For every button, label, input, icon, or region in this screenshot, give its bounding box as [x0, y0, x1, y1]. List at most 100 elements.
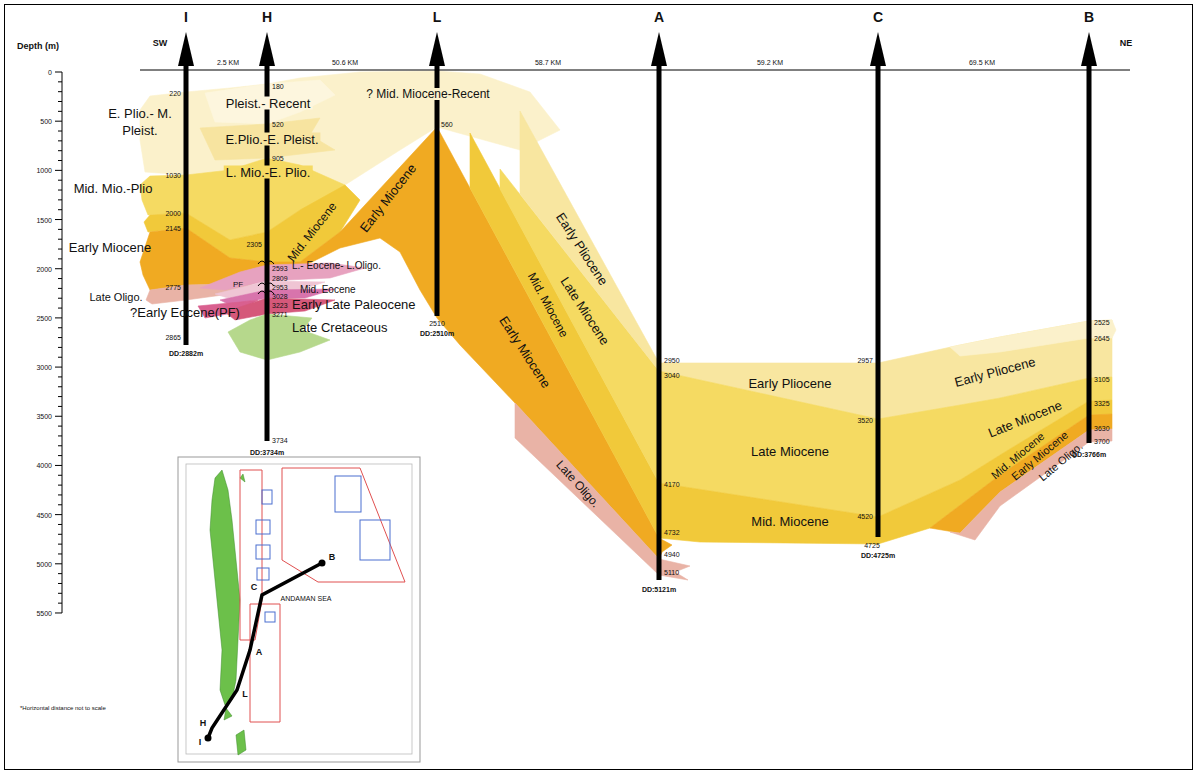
axis-tick [58, 524, 62, 525]
map-label: A [256, 648, 263, 657]
heading-note: NE [1120, 39, 1133, 48]
axis-tick [55, 317, 62, 318]
depth-value: 2865 [165, 334, 181, 341]
depth-value: 3223 [272, 302, 288, 309]
well-name: L [433, 10, 442, 24]
block-outline [262, 490, 272, 504]
depth-value: DD:4725m [861, 552, 895, 559]
depth-value: 3700 [1094, 438, 1110, 445]
axis-tick [58, 485, 62, 486]
axis-tick [58, 357, 62, 358]
unit-label: Early Late Paleocene [292, 298, 416, 311]
unit-label: Early Miocene [358, 162, 419, 235]
axis-tick [58, 209, 62, 210]
depth-value: 905 [272, 155, 284, 162]
island [240, 474, 245, 482]
heading-note: Depth (m) [17, 42, 59, 51]
depth-value: 2305 [246, 241, 262, 248]
section-end [205, 735, 212, 742]
axis-tick [58, 553, 62, 554]
depth-value: 520 [272, 121, 284, 128]
axis-value: 1500 [36, 216, 52, 223]
well-name: B [1084, 10, 1094, 24]
depth-value: 3630 [1094, 425, 1110, 432]
axis-value: 1000 [36, 167, 52, 174]
axis-tick [58, 199, 62, 200]
block-outline [256, 545, 270, 559]
axis-tick [58, 249, 62, 250]
axis-tick [58, 327, 62, 328]
axis-tick [55, 612, 62, 613]
well-bore [184, 60, 189, 345]
unit-label: L. Mio.-E. Plio. [224, 166, 313, 179]
axis-value: 4500 [36, 511, 52, 518]
unit-label: Early Pliocene [953, 355, 1037, 389]
unit-label: ?Early Eocene(PF) [130, 306, 240, 319]
axis-value: 2000 [36, 265, 52, 272]
axis-tick [58, 475, 62, 476]
depth-value: 3040 [664, 372, 680, 379]
axis-tick [58, 573, 62, 574]
stratum-band [205, 80, 335, 124]
datum-line [140, 70, 1130, 71]
axis-tick [58, 435, 62, 436]
depth-value: 1030 [165, 172, 181, 179]
unit-label: Mid. Eocene [300, 285, 356, 295]
depth-value: 3520 [857, 417, 873, 424]
depth-value: 2645 [1094, 335, 1110, 342]
depth-value: 2000 [165, 210, 181, 217]
axis-tick [58, 140, 62, 141]
unit-label: Mid. Miocene [751, 515, 828, 528]
axis-tick [58, 81, 62, 82]
depth-value: 2957 [857, 357, 873, 364]
unit-label: Mid. Miocene [285, 200, 338, 264]
frame [5, 5, 1193, 770]
depth-value: 560 [441, 121, 453, 128]
depth-value: 2775 [165, 284, 181, 291]
stratum-band [930, 414, 1112, 533]
section-line [208, 563, 322, 738]
unit-label: Late Miocene [558, 275, 611, 348]
well-arrowhead [1081, 32, 1097, 66]
depth-value: 4732 [664, 529, 680, 536]
axis-tick [58, 426, 62, 427]
depth-value: 2510 [429, 320, 445, 327]
well-arrowhead [429, 32, 445, 66]
axis-line [62, 72, 63, 613]
axis-tick [55, 121, 62, 122]
block-outline [257, 568, 269, 580]
axis-tick [58, 298, 62, 299]
axis-tick [55, 268, 62, 269]
depth-value: DD:3734m [250, 449, 284, 456]
island [210, 470, 240, 705]
depth-value: 3271 [272, 311, 288, 318]
well-name: I [184, 10, 188, 24]
depth-value: DD:2510m [420, 330, 454, 337]
block-outline [265, 612, 275, 622]
axis-tick [58, 91, 62, 92]
axis-value: 3500 [36, 413, 52, 420]
well-bore [265, 60, 270, 441]
depth-value: 3105 [1094, 376, 1110, 383]
block-outline [256, 520, 270, 534]
axis-tick [58, 534, 62, 535]
depth-value: 4940 [664, 551, 680, 558]
depth-value: 4520 [857, 513, 873, 520]
distance-label: 58.7 KM [535, 59, 561, 66]
axis-tick [58, 131, 62, 132]
axis-tick [58, 229, 62, 230]
axis-tick [55, 367, 62, 368]
depth-value: 3325 [1094, 400, 1110, 407]
axis-tick [55, 170, 62, 171]
axis-tick [58, 445, 62, 446]
well-name: H [262, 10, 272, 24]
axis-tick [55, 72, 62, 73]
well-arrowhead [870, 32, 886, 66]
unit-label: E. Plio.- M. Pleist. [100, 106, 180, 140]
distance-label: 69.5 KM [969, 59, 995, 66]
unit-label: Early Miocene [69, 241, 151, 254]
axis-tick [58, 288, 62, 289]
depth-value: DD:5121m [642, 586, 676, 593]
depth-value: 180 [272, 83, 284, 90]
licence-block [282, 468, 405, 582]
